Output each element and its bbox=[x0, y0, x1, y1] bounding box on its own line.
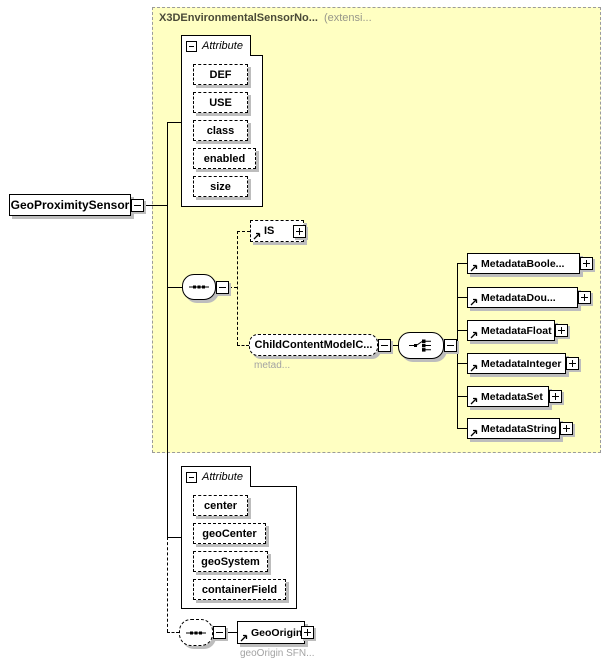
element-label: MetadataDou... bbox=[481, 291, 556, 304]
element-label: IS bbox=[264, 225, 275, 237]
attribute-enabled[interactable]: enabled bbox=[193, 148, 256, 169]
collapse-toggle[interactable] bbox=[186, 471, 197, 483]
collapse-toggle[interactable] bbox=[131, 199, 144, 212]
element-reference-icon bbox=[253, 232, 261, 240]
connector-line bbox=[457, 263, 467, 264]
attribute-center[interactable]: center bbox=[193, 495, 248, 516]
attribute-label: containerField bbox=[201, 583, 278, 596]
connector-line bbox=[144, 205, 167, 206]
element-metadatastring[interactable]: MetadataString bbox=[467, 418, 560, 439]
collapse-toggle[interactable] bbox=[213, 626, 226, 639]
attribute-def[interactable]: DEF bbox=[193, 64, 248, 85]
attribute-label: geoCenter bbox=[202, 527, 257, 540]
element-reference-icon bbox=[470, 397, 478, 405]
collapse-toggle[interactable] bbox=[444, 339, 457, 352]
element-metadataset[interactable]: MetadataSet bbox=[467, 386, 549, 407]
group-subtext: metad... bbox=[254, 360, 291, 371]
element-geoproximitysensor[interactable]: GeoProximitySensor bbox=[9, 194, 131, 216]
attribute-label: center bbox=[203, 499, 238, 512]
element-metadataboolean[interactable]: MetadataBoole... bbox=[467, 253, 580, 274]
sequence-icon bbox=[186, 631, 206, 634]
sequence-compositor[interactable] bbox=[182, 274, 216, 300]
base-type-derivation: (extensi... bbox=[323, 12, 372, 24]
element-reference-icon bbox=[470, 264, 478, 272]
connector-line bbox=[457, 263, 458, 429]
element-label: GeoOrigin bbox=[251, 626, 303, 639]
connector-line-dashed bbox=[237, 231, 250, 232]
connector-line-dashed bbox=[237, 345, 249, 346]
attribute-label: class bbox=[206, 124, 235, 137]
element-label: MetadataInteger bbox=[481, 357, 562, 370]
attribute-label: geoSystem bbox=[201, 555, 260, 568]
connector-line bbox=[167, 122, 181, 123]
connector-line bbox=[457, 428, 467, 429]
element-metadatainteger[interactable]: MetadataInteger bbox=[467, 353, 566, 374]
connector-line bbox=[167, 537, 181, 538]
element-subtext: geoOrigin SFN... bbox=[240, 648, 315, 659]
group-childcontentmodel[interactable]: ChildContentModelC... bbox=[249, 334, 378, 356]
collapse-toggle[interactable] bbox=[216, 281, 229, 294]
expand-toggle[interactable] bbox=[566, 357, 579, 370]
expand-toggle[interactable] bbox=[549, 390, 562, 403]
element-geoorigin[interactable]: GeoOrigin bbox=[237, 621, 305, 644]
collapse-toggle[interactable] bbox=[186, 40, 197, 52]
expand-toggle[interactable] bbox=[578, 291, 591, 304]
element-reference-icon bbox=[470, 331, 478, 339]
choice-icon bbox=[408, 339, 431, 352]
group-label: ChildContentModelC... bbox=[254, 339, 373, 351]
connector-line bbox=[391, 345, 398, 346]
choice-compositor[interactable] bbox=[398, 332, 444, 359]
base-type-group-title: X3DEnvironmentalSensorNo... (extensi... bbox=[159, 12, 372, 24]
base-type-name: X3DEnvironmentalSensorNo... bbox=[159, 12, 318, 24]
attribute-label: enabled bbox=[203, 152, 246, 165]
attribute-containerfield[interactable]: containerField bbox=[193, 579, 286, 600]
connector-line bbox=[457, 330, 467, 331]
element-reference-icon bbox=[240, 634, 248, 642]
sequence-icon bbox=[189, 285, 209, 289]
connector-line bbox=[167, 287, 182, 288]
expand-toggle[interactable] bbox=[560, 422, 573, 435]
sequence-compositor-optional[interactable] bbox=[179, 619, 213, 646]
connector-line bbox=[457, 363, 467, 364]
element-metadatadouble[interactable]: MetadataDou... bbox=[467, 287, 578, 308]
expand-toggle[interactable] bbox=[301, 626, 314, 639]
attribute-group-header[interactable]: Attribute bbox=[181, 466, 251, 487]
connector-line-dashed bbox=[167, 632, 179, 633]
collapse-toggle[interactable] bbox=[378, 339, 391, 352]
attribute-use[interactable]: USE bbox=[193, 92, 248, 113]
connector-line bbox=[167, 122, 168, 537]
expand-toggle[interactable] bbox=[293, 225, 306, 238]
connector-line bbox=[457, 396, 467, 397]
expand-toggle[interactable] bbox=[555, 324, 568, 337]
connector-line bbox=[226, 632, 237, 633]
element-label: MetadataSet bbox=[481, 390, 543, 403]
connector-line bbox=[457, 297, 467, 298]
attribute-group-header[interactable]: Attribute bbox=[181, 35, 251, 56]
attribute-group-label: Attribute bbox=[202, 471, 243, 483]
attribute-label: USE bbox=[209, 96, 232, 109]
attribute-size[interactable]: size bbox=[193, 176, 248, 197]
element-reference-icon bbox=[470, 298, 478, 306]
expand-toggle[interactable] bbox=[580, 257, 593, 270]
attribute-class[interactable]: class bbox=[193, 120, 248, 141]
connector-line-dashed bbox=[237, 231, 238, 345]
connector-line-dashed bbox=[167, 537, 168, 632]
element-label: GeoProximitySensor bbox=[10, 198, 130, 212]
attribute-label: DEF bbox=[209, 68, 232, 81]
attribute-geosystem[interactable]: geoSystem bbox=[193, 551, 268, 572]
attribute-geocenter[interactable]: geoCenter bbox=[193, 523, 266, 544]
element-reference-icon bbox=[470, 364, 478, 372]
element-label: MetadataBoole... bbox=[481, 257, 565, 270]
element-metadatafloat[interactable]: MetadataFloat bbox=[467, 320, 555, 341]
element-reference-icon bbox=[470, 429, 478, 437]
connector-line-dashed bbox=[229, 287, 237, 288]
attribute-label: size bbox=[210, 180, 231, 193]
element-label: MetadataFloat bbox=[481, 324, 552, 337]
element-label: MetadataString bbox=[481, 422, 557, 435]
attribute-group-label: Attribute bbox=[202, 40, 243, 52]
